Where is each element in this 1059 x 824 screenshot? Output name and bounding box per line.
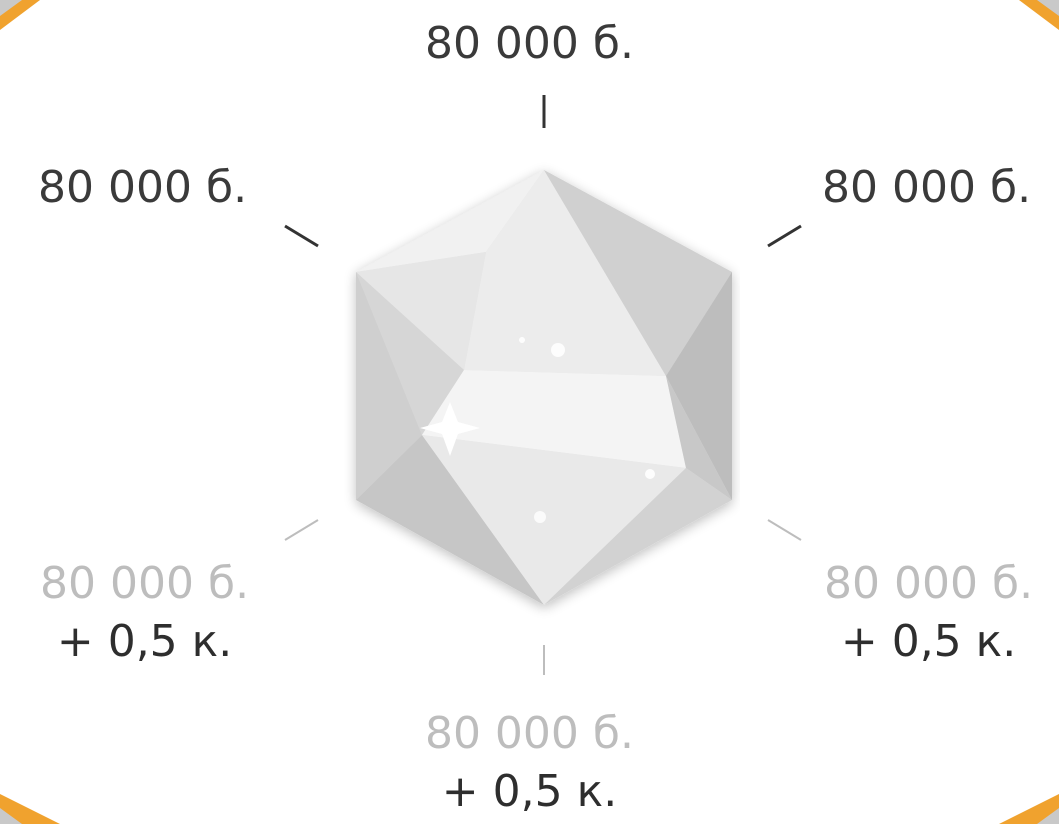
tick-bottom-right (768, 520, 801, 540)
reward-top-right: 80 000 б. (822, 166, 1031, 210)
reward-bottom-left: 80 000 б. + 0,5 к. (40, 562, 249, 664)
tick-top-left (285, 226, 318, 246)
tick-top-right (768, 226, 801, 246)
reward-bonus: + 0,5 к. (40, 620, 249, 664)
reward-bottom: 80 000 б. + 0,5 к. (0, 712, 1059, 814)
reward-points: 80 000 б. (40, 562, 249, 606)
reward-points: 80 000 б. (824, 562, 1033, 606)
reward-points: 80 000 б. (0, 22, 1059, 66)
reward-bonus: + 0,5 к. (824, 620, 1033, 664)
reward-bottom-right: 80 000 б. + 0,5 к. (824, 562, 1033, 664)
reward-top: 80 000 б. (0, 22, 1059, 66)
reward-points: 80 000 б. (38, 166, 247, 210)
reward-top-left: 80 000 б. (38, 166, 247, 210)
reward-points: 80 000 б. (0, 712, 1059, 756)
tick-bottom-left (285, 520, 318, 540)
diamond-icon (340, 160, 740, 620)
reward-bonus: + 0,5 к. (0, 770, 1059, 814)
reward-points: 80 000 б. (822, 166, 1031, 210)
